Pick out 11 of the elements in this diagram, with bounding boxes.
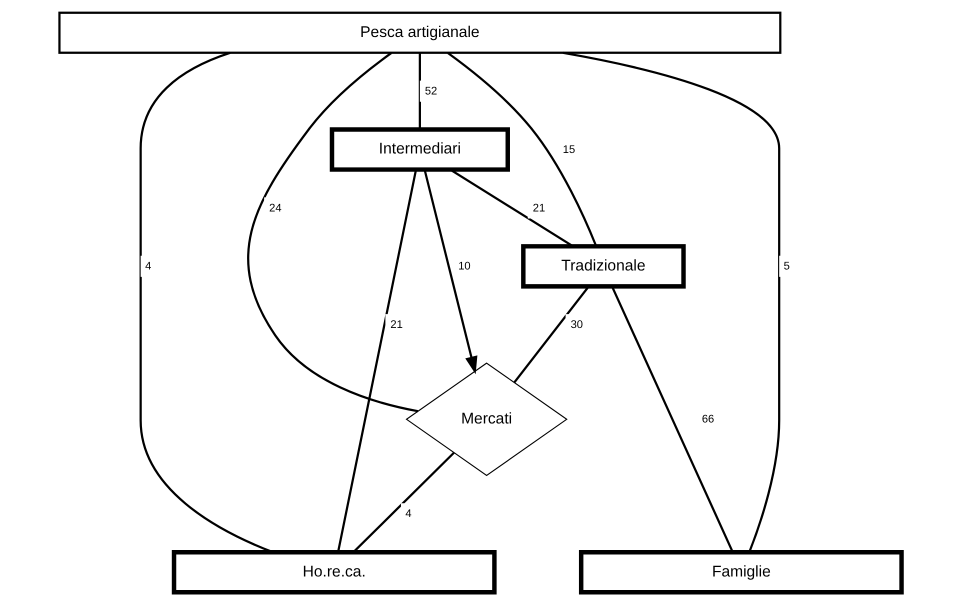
edge-label: 52 [424,85,437,98]
edge-label: 4 [404,508,412,520]
edge-label: 30 [570,319,582,332]
edge-label: 15 [562,144,575,156]
edge-label: 4 [144,260,151,273]
edge-label: 24 [268,202,281,214]
edge-label: 21 [532,202,545,214]
edge-label: 21 [390,319,402,332]
edge-label: 66 [701,414,714,426]
edge-label: 5 [783,260,790,273]
edge-label: 10 [458,260,470,273]
